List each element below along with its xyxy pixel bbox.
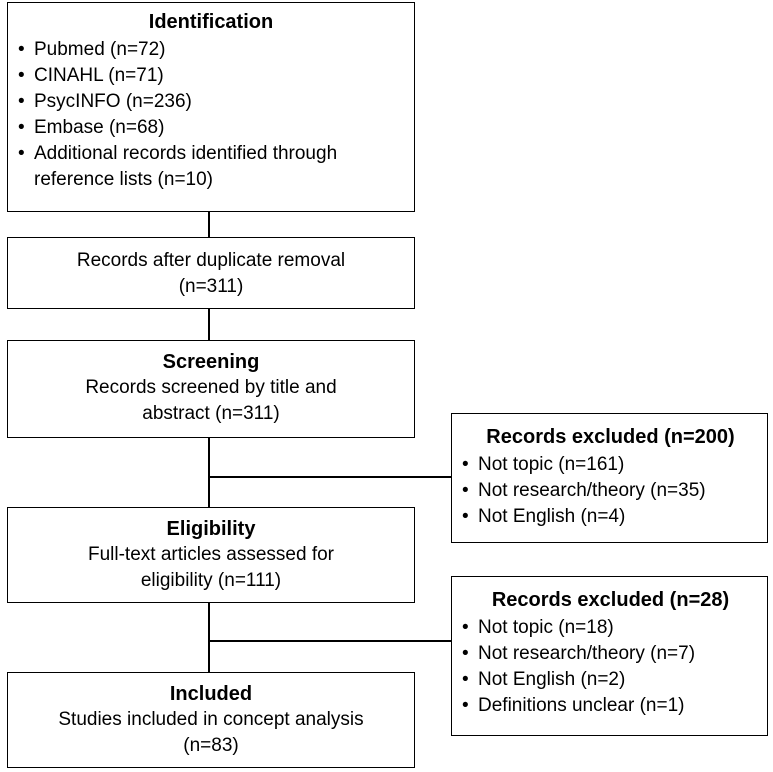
identification-list: Pubmed (n=72) CINAHL (n=71) PsycINFO (n=… [16, 37, 406, 193]
excluded-eligibility-box: Records excluded (n=28) Not topic (n=18)… [451, 576, 768, 736]
screening-box: Screening Records screened by title and … [7, 340, 415, 438]
list-item: Not English (n=4) [460, 504, 761, 530]
included-text: Studies included in concept analysis [58, 709, 364, 730]
eligibility-box: Eligibility Full-text articles assessed … [7, 507, 415, 603]
screening-text: Records screened by title and [85, 377, 337, 398]
list-item: Not topic (n=161) [460, 452, 761, 478]
list-item: Not English (n=2) [460, 667, 761, 693]
eligibility-text: Full-text articles assessed for [87, 544, 335, 565]
list-item: Not research/theory (n=35) [460, 478, 761, 504]
eligibility-count: eligibility (n=111) [140, 570, 282, 591]
list-item: Additional records identified through re… [16, 141, 406, 193]
list-item: Definitions unclear (n=1) [460, 693, 761, 719]
included-box: Included Studies included in concept ana… [7, 672, 415, 768]
connector-screening-eligibility [208, 437, 210, 508]
excluded-screening-title: Records excluded (n=200) [486, 426, 735, 448]
screening-count: abstract (n=311) [142, 403, 280, 424]
connector-eligibility-included [208, 602, 210, 673]
excluded-eligibility-list: Not topic (n=18) Not research/theory (n=… [460, 615, 761, 719]
excluded-eligibility-title: Records excluded (n=28) [491, 589, 730, 611]
included-title: Included [169, 683, 253, 705]
list-item: PsycINFO (n=236) [16, 89, 406, 115]
duplicates-box: Records after duplicate removal (n=311) [7, 237, 415, 309]
list-item: Not research/theory (n=7) [460, 641, 761, 667]
eligibility-title: Eligibility [166, 518, 256, 540]
connector-screening-excluded [208, 476, 452, 478]
connector-identification-duplicates [208, 211, 210, 238]
list-item: Not topic (n=18) [460, 615, 761, 641]
connector-duplicates-screening [208, 308, 210, 341]
screening-title: Screening [162, 351, 260, 373]
identification-box: Identification Pubmed (n=72) CINAHL (n=7… [7, 2, 415, 212]
duplicates-text: Records after duplicate removal [76, 250, 346, 271]
connector-eligibility-excluded [208, 640, 452, 642]
identification-title: Identification [148, 11, 274, 33]
list-item: Pubmed (n=72) [16, 37, 406, 63]
list-item: CINAHL (n=71) [16, 63, 406, 89]
excluded-screening-list: Not topic (n=161) Not research/theory (n… [460, 452, 761, 530]
duplicates-count: (n=311) [178, 276, 244, 297]
excluded-screening-box: Records excluded (n=200) Not topic (n=16… [451, 413, 768, 543]
included-count: (n=83) [183, 735, 239, 756]
list-item: Embase (n=68) [16, 115, 406, 141]
